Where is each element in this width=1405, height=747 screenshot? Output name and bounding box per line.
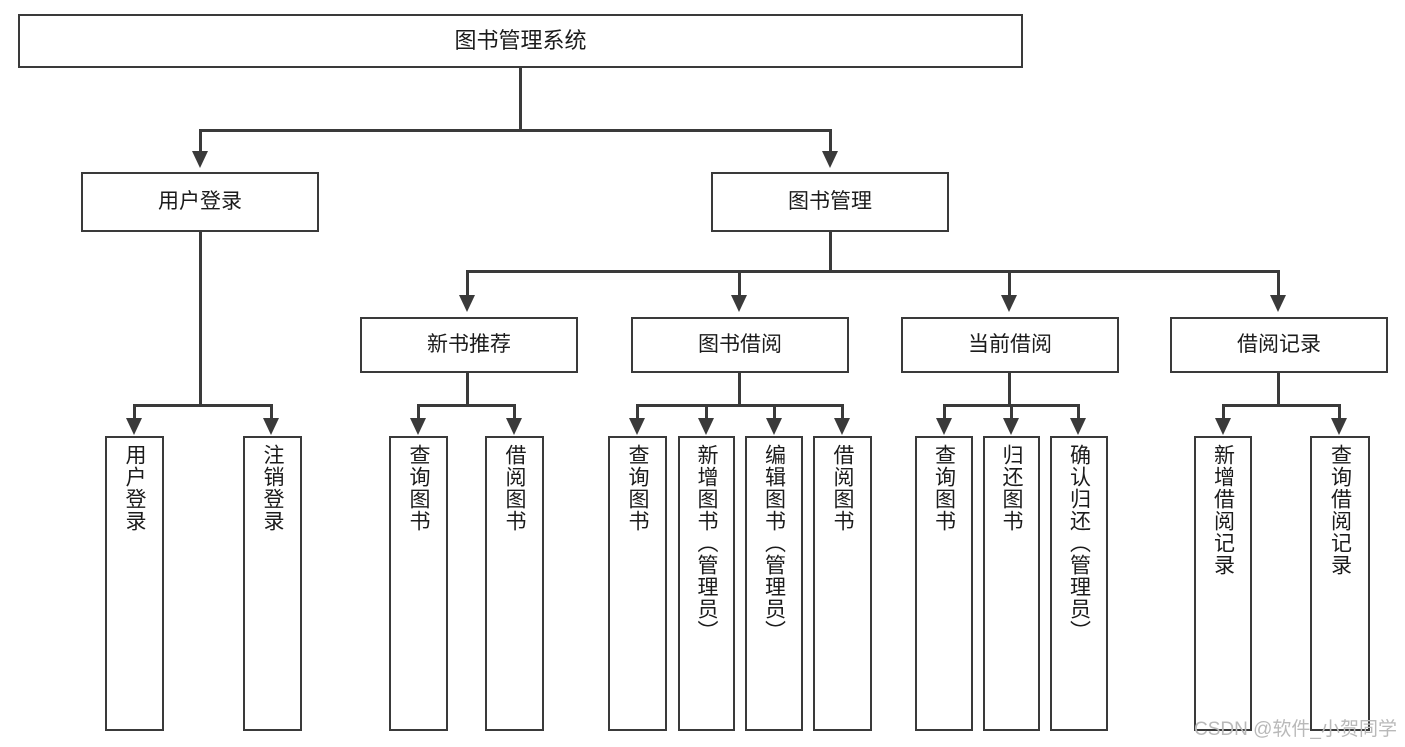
arrowhead-leaf-add-record bbox=[1215, 418, 1231, 435]
node-label: 用户登录 bbox=[158, 189, 242, 213]
arrowhead-leaf-edit-book bbox=[766, 418, 782, 435]
node-book-borrow[interactable]: 图书借阅 bbox=[631, 317, 849, 373]
arrowhead-leaf-borrow-book-a bbox=[506, 418, 522, 435]
node-label: 图书管理系统 bbox=[454, 28, 587, 54]
leaf-borrow-book-new-books[interactable]: 借阅图书 bbox=[485, 436, 544, 731]
connector-book-borrow-drop-3 bbox=[773, 404, 776, 419]
connector-drop-user-login bbox=[199, 129, 202, 152]
arrowhead-leaf-query-record bbox=[1331, 418, 1347, 435]
leaf-add-book-admin[interactable]: 新增图书（管理员） bbox=[678, 436, 735, 731]
arrowhead-leaf-confirm-return bbox=[1070, 418, 1086, 435]
csdn-watermark: CSDN @软件_小贺同学 bbox=[1194, 719, 1397, 740]
node-label: 图书借阅 bbox=[698, 332, 782, 356]
node-root-library-system[interactable]: 图书管理系统 bbox=[18, 14, 1023, 68]
connector-drop-book-borrow bbox=[738, 270, 741, 296]
leaf-query-book-borrow[interactable]: 查询图书 bbox=[608, 436, 667, 731]
leaf-label: 新增图书（管理员） bbox=[695, 444, 718, 642]
connector-drop-borrow-record bbox=[1277, 270, 1280, 296]
connector-root-bus bbox=[199, 129, 832, 132]
leaf-borrow-book[interactable]: 借阅图书 bbox=[813, 436, 872, 731]
connector-current-borrow-drop-1 bbox=[943, 404, 946, 419]
connector-new-books-stem bbox=[466, 373, 469, 406]
leaf-query-book-current[interactable]: 查询图书 bbox=[915, 436, 973, 731]
connector-book-borrow-drop-4 bbox=[841, 404, 844, 419]
arrowhead-leaf-return-book bbox=[1003, 418, 1019, 435]
leaf-label: 编辑图书（管理员） bbox=[762, 444, 786, 642]
arrowhead-leaf-add-book bbox=[698, 418, 714, 435]
leaf-label: 注销登录 bbox=[261, 444, 284, 532]
connector-borrow-record-drop-2 bbox=[1338, 404, 1341, 419]
node-label: 当前借阅 bbox=[968, 332, 1052, 356]
leaf-query-book-new-books[interactable]: 查询图书 bbox=[389, 436, 448, 731]
leaf-user-login[interactable]: 用户登录 bbox=[105, 436, 164, 731]
leaf-label: 查询借阅记录 bbox=[1328, 444, 1352, 576]
arrowhead-user-login bbox=[192, 151, 208, 168]
leaf-label: 新增借阅记录 bbox=[1211, 444, 1235, 576]
arrowhead-leaf-query-book-a bbox=[410, 418, 426, 435]
node-current-borrow[interactable]: 当前借阅 bbox=[901, 317, 1119, 373]
node-label: 新书推荐 bbox=[427, 332, 511, 356]
connector-book-borrow-drop-2 bbox=[705, 404, 708, 419]
arrowhead-book-borrow bbox=[731, 295, 747, 312]
arrowhead-current-borrow bbox=[1001, 295, 1017, 312]
leaf-label: 查询图书 bbox=[407, 444, 430, 532]
connector-user-login-drop-2 bbox=[270, 404, 273, 419]
arrowhead-leaf-borrow-book-b bbox=[834, 418, 850, 435]
connector-book-borrow-bus bbox=[636, 404, 843, 407]
node-label: 借阅记录 bbox=[1237, 332, 1321, 356]
arrowhead-book-manage bbox=[822, 151, 838, 168]
arrowhead-leaf-logout bbox=[263, 418, 279, 435]
leaf-label: 归还图书 bbox=[1000, 444, 1023, 532]
leaf-confirm-return-admin[interactable]: 确认归还（管理员） bbox=[1050, 436, 1108, 731]
connector-drop-book-manage bbox=[829, 129, 832, 152]
connector-current-borrow-drop-2 bbox=[1010, 404, 1013, 419]
leaf-label: 查询图书 bbox=[626, 444, 649, 532]
node-borrow-record[interactable]: 借阅记录 bbox=[1170, 317, 1388, 373]
node-new-book-recommend[interactable]: 新书推荐 bbox=[360, 317, 578, 373]
connector-borrow-record-drop-1 bbox=[1222, 404, 1225, 419]
leaf-label: 确认归还（管理员） bbox=[1067, 444, 1091, 642]
connector-book-borrow-drop-1 bbox=[636, 404, 639, 419]
connector-user-login-drop-1 bbox=[133, 404, 136, 419]
connector-current-borrow-drop-3 bbox=[1077, 404, 1080, 419]
connector-user-login-stem bbox=[199, 232, 202, 406]
node-label: 图书管理 bbox=[788, 189, 872, 213]
connector-new-books-drop-1 bbox=[417, 404, 420, 419]
connector-book-manage-bus bbox=[466, 270, 1280, 273]
connector-book-borrow-stem bbox=[738, 373, 741, 406]
connector-new-books-bus bbox=[417, 404, 515, 407]
leaf-return-book[interactable]: 归还图书 bbox=[983, 436, 1040, 731]
arrowhead-leaf-query-book-c bbox=[936, 418, 952, 435]
leaf-logout[interactable]: 注销登录 bbox=[243, 436, 302, 731]
connector-borrow-record-bus bbox=[1222, 404, 1340, 407]
connector-borrow-record-stem bbox=[1277, 373, 1280, 406]
leaf-label: 查询图书 bbox=[932, 444, 956, 532]
connector-new-books-drop-2 bbox=[513, 404, 516, 419]
leaf-label: 借阅图书 bbox=[831, 444, 854, 532]
leaf-add-borrow-record[interactable]: 新增借阅记录 bbox=[1194, 436, 1252, 731]
arrowhead-leaf-user-login bbox=[126, 418, 142, 435]
connector-drop-new-books bbox=[466, 270, 469, 296]
leaf-query-borrow-record[interactable]: 查询借阅记录 bbox=[1310, 436, 1370, 731]
connector-drop-current-borrow bbox=[1008, 270, 1011, 296]
connector-current-borrow-stem bbox=[1008, 373, 1011, 406]
leaf-label: 用户登录 bbox=[123, 444, 146, 532]
node-book-management[interactable]: 图书管理 bbox=[711, 172, 949, 232]
leaf-label: 借阅图书 bbox=[503, 444, 526, 532]
connector-root-stem bbox=[519, 68, 522, 131]
leaf-edit-book-admin[interactable]: 编辑图书（管理员） bbox=[745, 436, 803, 731]
connector-user-login-bus bbox=[133, 404, 272, 407]
arrowhead-borrow-record bbox=[1270, 295, 1286, 312]
arrowhead-leaf-query-book-b bbox=[629, 418, 645, 435]
arrowhead-new-books bbox=[459, 295, 475, 312]
node-user-login[interactable]: 用户登录 bbox=[81, 172, 319, 232]
connector-book-manage-stem bbox=[829, 232, 832, 272]
